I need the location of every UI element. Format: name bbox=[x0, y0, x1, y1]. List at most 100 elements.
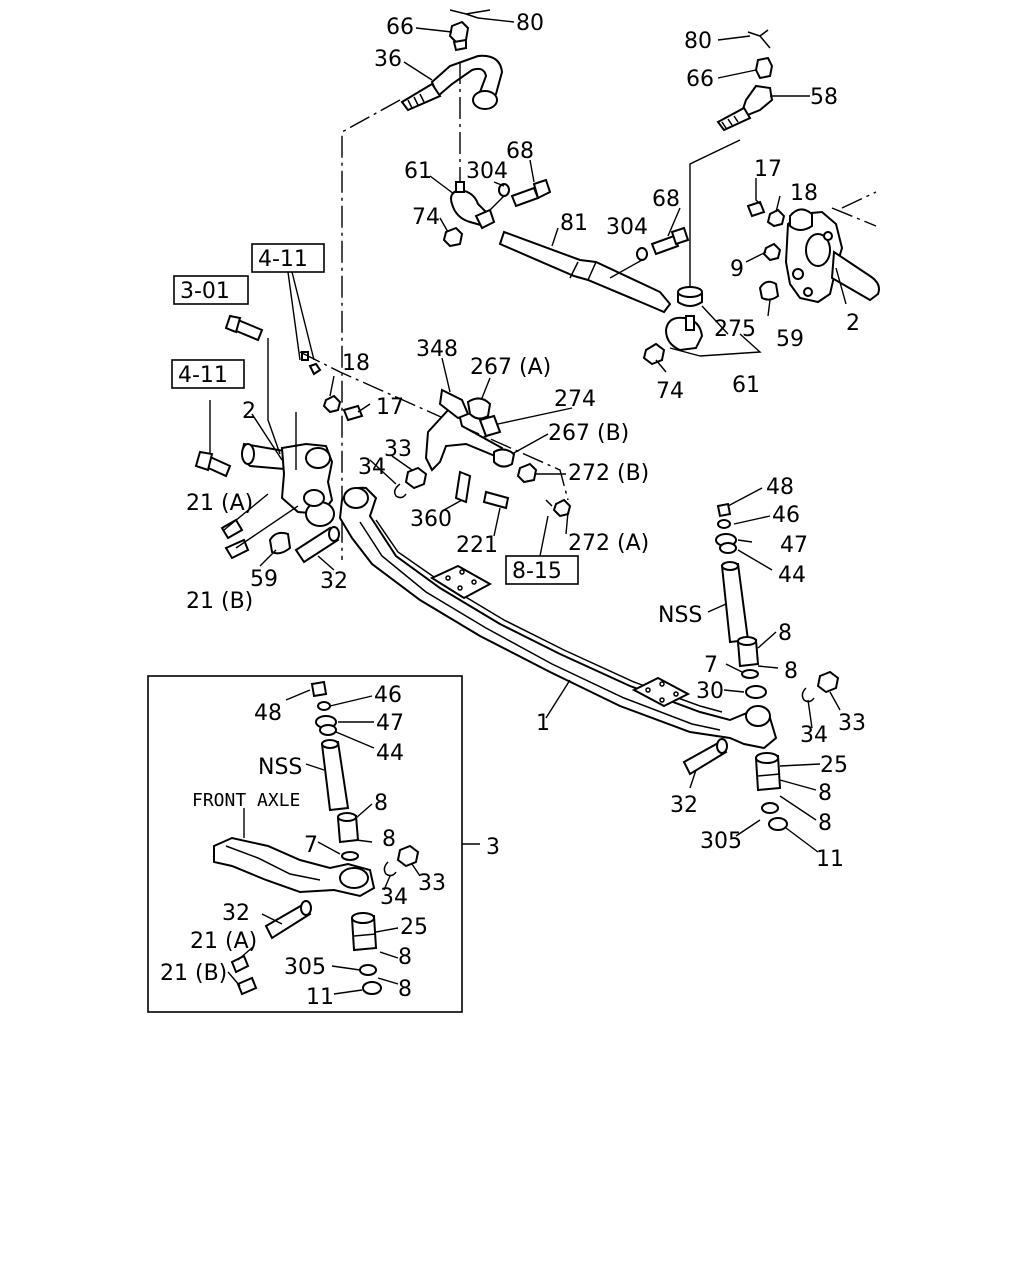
cap bbox=[758, 280, 780, 301]
cotter-pin bbox=[747, 29, 771, 49]
inset-bolt-48 bbox=[310, 680, 328, 698]
label-66: 66 bbox=[386, 15, 414, 40]
inset-label-7: 7 bbox=[304, 833, 318, 858]
tie-rod bbox=[498, 230, 672, 314]
label-47: 47 bbox=[780, 533, 808, 558]
label-32: 32 bbox=[320, 569, 348, 594]
inset-label-8: 8 bbox=[398, 945, 412, 970]
label-8: 8 bbox=[778, 621, 792, 646]
label-32: 32 bbox=[670, 793, 698, 818]
label-8: 8 bbox=[818, 811, 832, 836]
inset-label-21a: 21 (A) bbox=[190, 929, 257, 954]
ref-box-4-11-left[interactable] bbox=[171, 359, 245, 389]
inset-label-8: 8 bbox=[374, 791, 388, 816]
inset-label-11: 11 bbox=[306, 985, 334, 1010]
bolt bbox=[746, 200, 766, 218]
ref-box-3-01[interactable] bbox=[173, 275, 249, 305]
label-267b: 267 (B) bbox=[548, 421, 629, 446]
label-304: 304 bbox=[466, 159, 508, 184]
label-33: 33 bbox=[384, 437, 412, 462]
grease-fitting-b bbox=[224, 538, 250, 560]
label-25: 25 bbox=[820, 753, 848, 778]
spring-pad-right bbox=[631, 676, 691, 708]
label-81: 81 bbox=[560, 211, 588, 236]
ref-4-11-top: 4-11 bbox=[258, 247, 308, 272]
castle-nut bbox=[754, 56, 774, 80]
label-34: 34 bbox=[800, 723, 828, 748]
label-36: 36 bbox=[374, 47, 402, 72]
label-58: 58 bbox=[810, 85, 838, 110]
nut-33 bbox=[404, 466, 428, 490]
spring-pad-left bbox=[429, 564, 493, 600]
ref-4-11-left: 4-11 bbox=[178, 363, 228, 388]
axle-beam bbox=[338, 486, 778, 750]
label-46: 46 bbox=[772, 503, 800, 528]
plate-360 bbox=[454, 470, 472, 504]
label-68: 68 bbox=[506, 139, 534, 164]
drag-link-eye bbox=[472, 90, 498, 110]
label-80: 80 bbox=[684, 29, 712, 54]
label-8: 8 bbox=[784, 659, 798, 684]
label-17: 17 bbox=[754, 157, 782, 182]
label-18: 18 bbox=[790, 181, 818, 206]
label-2: 2 bbox=[242, 399, 256, 424]
washer-30 bbox=[745, 685, 767, 699]
nut bbox=[766, 208, 786, 228]
nut bbox=[442, 226, 464, 248]
clamp-bolt bbox=[650, 234, 680, 256]
label-44: 44 bbox=[778, 563, 806, 588]
label-9: 9 bbox=[730, 257, 744, 282]
tie-rod-end-right bbox=[664, 316, 704, 352]
snap-ring-34 bbox=[801, 687, 815, 703]
reference-boxes: 4-11 3-01 4-11 8-15 bbox=[171, 243, 579, 585]
label-272b: 272 (B) bbox=[568, 461, 649, 486]
label-7: 7 bbox=[704, 653, 718, 678]
label-48: 48 bbox=[766, 475, 794, 500]
label-272a: 272 (A) bbox=[568, 531, 649, 556]
king-pin bbox=[294, 526, 340, 564]
inset-label-47: 47 bbox=[376, 711, 404, 736]
inset-label-8: 8 bbox=[398, 977, 412, 1002]
label-74: 74 bbox=[412, 205, 440, 230]
inset-label-34: 34 bbox=[380, 885, 408, 910]
ref-8-15: 8-15 bbox=[512, 559, 562, 584]
inset-kingpin-32 bbox=[264, 902, 312, 940]
label-21b: 21 (B) bbox=[186, 589, 253, 614]
label-74: 74 bbox=[656, 379, 684, 404]
nut bbox=[762, 242, 782, 262]
label-8: 8 bbox=[818, 781, 832, 806]
grease-fitting-a bbox=[220, 518, 244, 540]
ref-box-8-15[interactable] bbox=[505, 555, 579, 585]
ref-3-01: 3-01 bbox=[180, 279, 230, 304]
inset-axle-section bbox=[213, 836, 376, 898]
drag-link-assembly bbox=[341, 9, 504, 560]
inset-label-32: 32 bbox=[222, 901, 250, 926]
cotter-pin bbox=[449, 9, 491, 19]
label-348: 348 bbox=[416, 337, 458, 362]
label-61: 61 bbox=[732, 373, 760, 398]
stopper-267b bbox=[493, 448, 516, 468]
steering-knuckle-right bbox=[746, 191, 880, 304]
steering-knuckle-left bbox=[194, 314, 569, 564]
cap bbox=[268, 531, 292, 555]
inset-kingpin-nss bbox=[320, 740, 350, 812]
label-leaders bbox=[227, 17, 847, 995]
label-59: 59 bbox=[776, 327, 804, 352]
ref-box-4-11-top[interactable] bbox=[251, 243, 325, 273]
label-360: 360 bbox=[410, 507, 452, 532]
label-30: 30 bbox=[696, 679, 724, 704]
label-33: 33 bbox=[838, 711, 866, 736]
label-275: 275 bbox=[714, 317, 756, 342]
label-221: 221 bbox=[456, 533, 498, 558]
bolt bbox=[342, 404, 364, 422]
snap-ring bbox=[393, 483, 407, 499]
knuckle-spindle bbox=[830, 250, 880, 302]
tie-rod-assembly bbox=[442, 178, 704, 366]
washer bbox=[636, 247, 648, 261]
label-305: 305 bbox=[700, 829, 742, 854]
inset-label-nss: NSS bbox=[258, 755, 302, 780]
label-11: 11 bbox=[816, 847, 844, 872]
pitman-arm-assembly bbox=[689, 29, 774, 290]
label-304: 304 bbox=[606, 215, 648, 240]
